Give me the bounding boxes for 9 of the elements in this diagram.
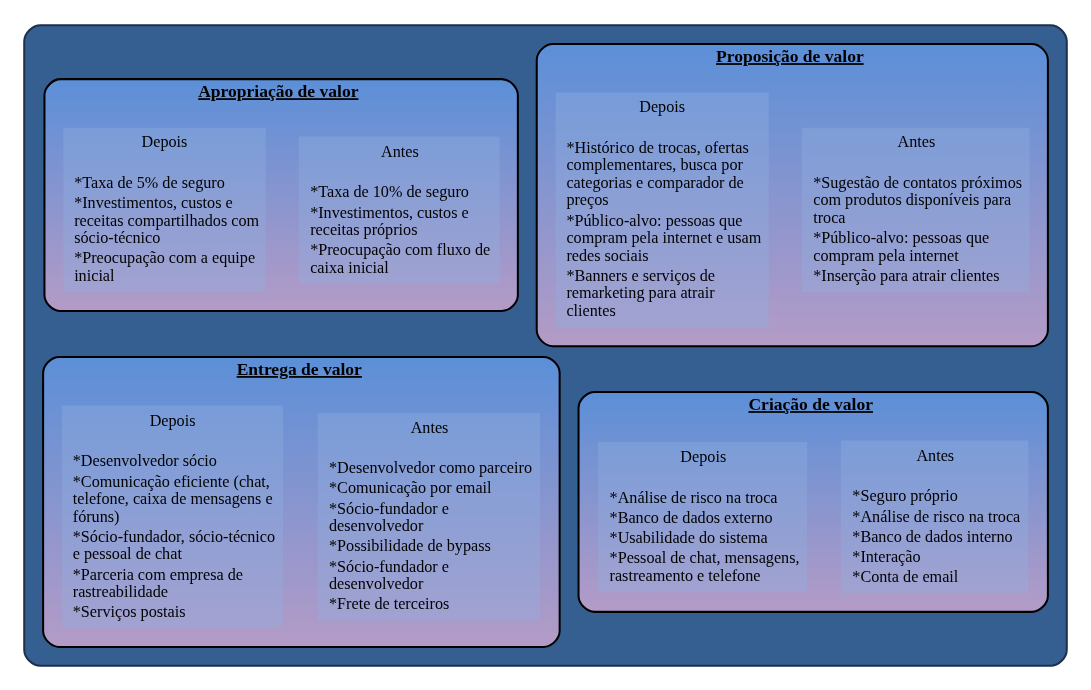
node-box: Depois *Taxa de 5% de seguro *Investimentos, custos e receitas compartilhados com sócio-técnico *Preocupação com a equipe inicial <box>63 127 266 292</box>
node-box: Depois *Análise de risco na troca *Banco de dados externo *Usabilidade do sistema *Pessoal de chat, mensagens, rastreamento e telefone <box>598 441 808 592</box>
node-box: Depois *Desenvolvedor sócio *Comunicação eficiente (chat, telefone, caixa de mensagens e fóruns) *Sócio-fundador, sócio-técnico e pessoal de chat *Parceria com empresa de rastreabilidade *Serviços postais <box>62 405 284 628</box>
node-box: Antes *Seguro próprio *Análise de risco na troca *Banco de dados interno *Interação *Conta de email <box>840 440 1029 593</box>
node-box: Antes *Desenvolvedor como parceiro *Comunicação por email *Sócio-fundador e desenvolvedor *Possibilidade de bypass *Sócio-fundador e desenvolvedor *Frete de terceiros <box>317 412 541 621</box>
node-box: Depois *Histórico de trocas, ofertas complementares, busca por categorias e comparador de preços *Público-alvo: pessoas que compram pela internet e usam redes sociais *Banners e serviços de remarketing para atrair clientes <box>555 92 769 327</box>
node-box: Antes *Taxa de 10% de seguro *Investimentos, custos e receitas próprios *Preocupação com fluxo de caixa inicial <box>298 135 500 283</box>
node-box: Antes *Sugestão de contatos próximos com produtos disponíveis para troca *Público-alvo: pessoas que compram pela internet *Inserção para atrair clientes <box>801 127 1030 292</box>
cluster <box>23 23 1068 667</box>
